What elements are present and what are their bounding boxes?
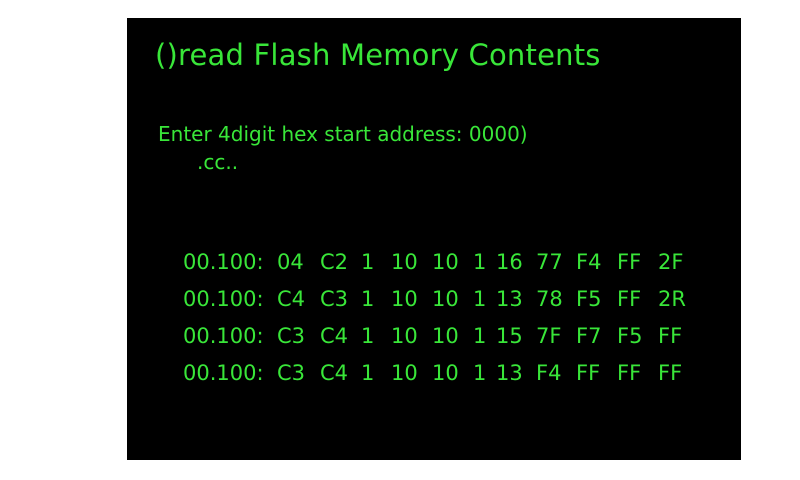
byte-cell: 78	[536, 286, 563, 311]
byte-cell: FF	[658, 360, 683, 385]
dump-row: 00.100: C4 C3 1 10 10 1 13 78 F5 FF 2R	[183, 280, 698, 317]
byte-cell: 7F	[536, 323, 562, 348]
byte-cell: C3	[277, 323, 306, 348]
byte-cell: 16	[496, 249, 523, 274]
memory-dump: 00.100: 04 C2 1 10 10 1 16 77 F4 FF 2F 0…	[183, 243, 698, 391]
byte-cell: 10	[391, 323, 418, 348]
byte-cell: F4	[536, 360, 562, 385]
byte-cell: C4	[320, 360, 349, 385]
byte-cell: FF	[617, 249, 642, 274]
dump-row: 00.100: C3 C4 1 10 10 1 13 F4 FF FF FF	[183, 354, 698, 391]
terminal-screen: ()read Flash Memory Contents Enter 4digi…	[127, 18, 741, 460]
dump-row: 00.100: 04 C2 1 10 10 1 16 77 F4 FF 2F	[183, 243, 698, 280]
byte-cell: 1	[361, 360, 375, 385]
byte-cell: C3	[320, 286, 349, 311]
byte-cell: 1	[473, 360, 487, 385]
prompt-continuation: .cc..	[197, 150, 239, 174]
byte-cell: C3	[277, 360, 306, 385]
byte-cell: 1	[473, 323, 487, 348]
byte-cell: 1	[473, 249, 487, 274]
byte-cell: 10	[391, 360, 418, 385]
screen-title: ()read Flash Memory Contents	[155, 38, 601, 72]
address-prompt: Enter 4digit hex start address: 0000)	[158, 122, 528, 146]
byte-cell: 13	[496, 360, 523, 385]
byte-cell: FF	[576, 360, 601, 385]
row-address: 00.100:	[183, 249, 264, 274]
byte-cell: 10	[432, 360, 459, 385]
byte-cell: C4	[320, 323, 349, 348]
byte-cell: FF	[658, 323, 683, 348]
byte-cell: 10	[391, 249, 418, 274]
byte-cell: 1	[473, 286, 487, 311]
byte-cell: C2	[320, 249, 349, 274]
dump-row: 00.100: C3 C4 1 10 10 1 15 7F F7 F5 FF	[183, 317, 698, 354]
byte-cell: 1	[361, 286, 375, 311]
row-address: 00.100:	[183, 323, 264, 348]
byte-cell: 77	[536, 249, 563, 274]
byte-cell: F5	[576, 286, 602, 311]
byte-cell: 2R	[658, 286, 686, 311]
byte-cell: 10	[391, 286, 418, 311]
byte-cell: FF	[617, 360, 642, 385]
byte-cell: 1	[361, 323, 375, 348]
byte-cell: 1	[361, 249, 375, 274]
byte-cell: 10	[432, 249, 459, 274]
byte-cell: 2F	[658, 249, 684, 274]
byte-cell: F4	[576, 249, 602, 274]
byte-cell: C4	[277, 286, 306, 311]
byte-cell: FF	[617, 286, 642, 311]
byte-cell: 13	[496, 286, 523, 311]
byte-cell: 15	[496, 323, 523, 348]
byte-cell: 10	[432, 323, 459, 348]
byte-cell: 10	[432, 286, 459, 311]
byte-cell: 04	[277, 249, 304, 274]
byte-cell: F7	[576, 323, 602, 348]
row-address: 00.100:	[183, 286, 264, 311]
row-address: 00.100:	[183, 360, 264, 385]
byte-cell: F5	[617, 323, 643, 348]
